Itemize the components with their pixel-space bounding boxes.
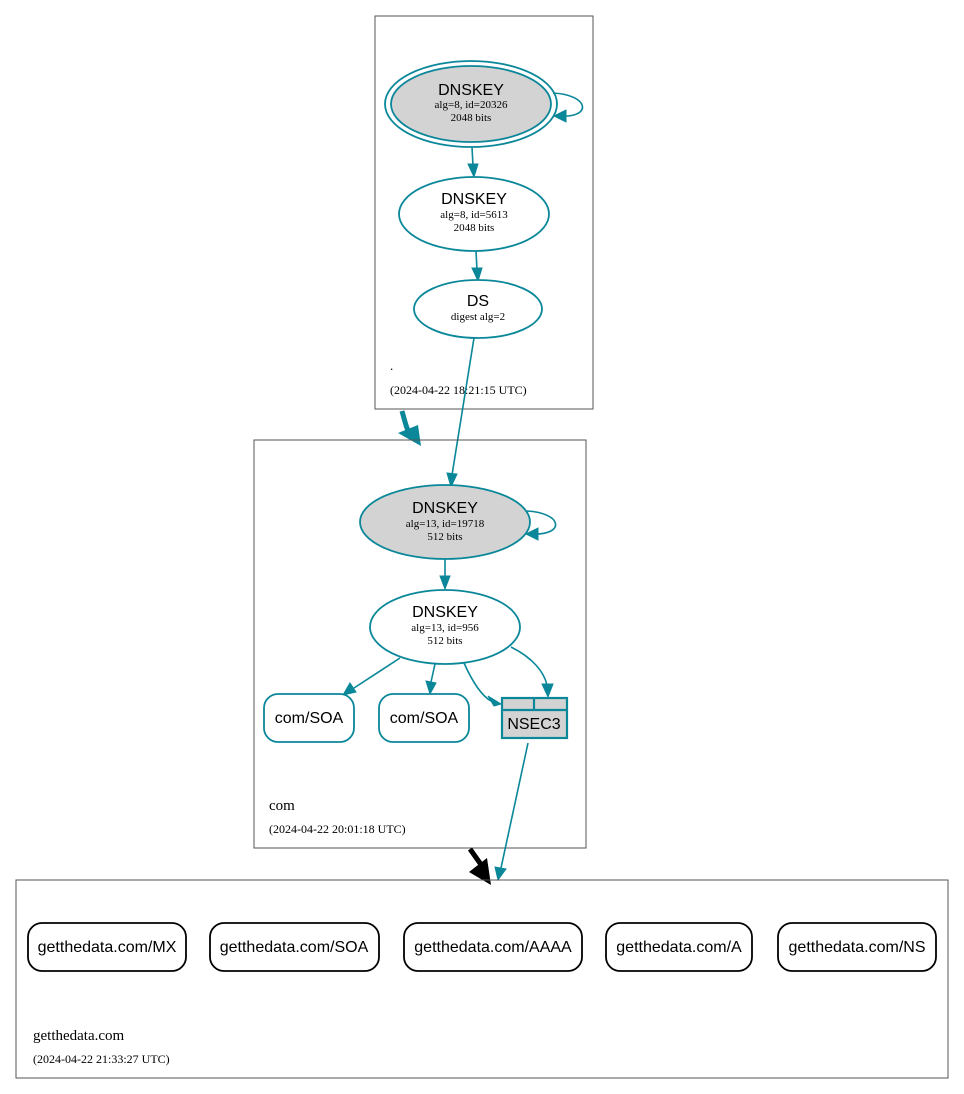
edge-com-zsk-to-soa-2 <box>430 663 436 683</box>
edge-self-sign-com-ksk <box>526 510 557 535</box>
rrset-label: getthedata.com/NS <box>789 939 926 956</box>
nsec3-node[interactable]: NSEC3 <box>500 696 569 740</box>
dnskey-alg-id: alg=8, id=5613 <box>440 209 508 221</box>
rrset-label: getthedata.com/MX <box>38 939 177 956</box>
rrset-label: com/SOA <box>275 710 344 727</box>
edge-com-zsk-to-nsec3-a <box>463 662 492 702</box>
dnskey-node-root-zsk[interactable]: DNSKEY alg=8, id=5613 2048 bits <box>398 176 550 252</box>
rrset-label: getthedata.com/SOA <box>220 939 369 956</box>
zone-com-name: com <box>269 798 295 814</box>
arrowhead <box>467 163 479 179</box>
rrset-node-com-soa-1[interactable]: com/SOA <box>263 693 355 743</box>
dnskey-title: DNSKEY <box>412 604 478 621</box>
dnskey-node-root-ksk[interactable]: DNSKEY alg=8, id=20326 2048 bits <box>384 60 558 148</box>
rrset-node-getthedata-soa[interactable]: getthedata.com/SOA <box>209 922 380 972</box>
arrowhead <box>487 695 503 707</box>
dnskey-bits: 2048 bits <box>451 112 492 124</box>
dnskey-bits: 2048 bits <box>454 222 495 234</box>
zone-com-box <box>253 439 587 849</box>
rrset-label: com/SOA <box>390 710 459 727</box>
zone-root: . (2024-04-22 18:21:15 UTC) <box>374 15 594 410</box>
dnskey-title: DNSKEY <box>412 500 478 517</box>
rrset-node-getthedata-mx[interactable]: getthedata.com/MX <box>27 922 187 972</box>
arrowhead <box>524 527 539 541</box>
arrowhead <box>469 858 491 885</box>
arrowhead <box>341 682 357 696</box>
arrowhead <box>398 425 421 446</box>
rrset-node-getthedata-aaaa[interactable]: getthedata.com/AAAA <box>403 922 583 972</box>
zone-getthedata-name: getthedata.com <box>33 1028 125 1044</box>
nsec3-label: NSEC3 <box>507 716 560 733</box>
edge-nsec3-to-getthedata <box>500 742 529 869</box>
ds-title: DS <box>467 293 489 310</box>
dnskey-alg-id: alg=8, id=20326 <box>435 99 508 111</box>
dnskey-alg-id: alg=13, id=19718 <box>406 518 485 530</box>
edge-root-ksk-to-zsk <box>471 146 474 167</box>
arrowhead <box>541 683 554 699</box>
delegation-arrow-com-to-getthedata <box>467 847 485 868</box>
rrset-node-getthedata-a[interactable]: getthedata.com/A <box>605 922 753 972</box>
zone-root-box <box>374 15 594 410</box>
zone-root-name: . <box>390 358 393 373</box>
zone-root-timestamp: (2024-04-22 18:21:15 UTC) <box>390 383 527 397</box>
ds-node-com[interactable]: DS digest alg=2 <box>413 279 543 339</box>
rrset-label: getthedata.com/A <box>616 939 742 956</box>
arrowhead <box>471 267 483 283</box>
zone-getthedata: getthedata.com (2024-04-22 21:33:27 UTC) <box>15 879 949 1079</box>
arrowhead <box>425 680 437 696</box>
zone-getthedata-box <box>15 879 949 1079</box>
arrowhead <box>439 575 451 591</box>
zone-getthedata-timestamp: (2024-04-22 21:33:27 UTC) <box>33 1052 170 1066</box>
edge-com-zsk-to-nsec3-b <box>510 646 548 686</box>
arrowhead <box>494 866 507 882</box>
dnskey-bits: 512 bits <box>427 531 462 543</box>
zone-com: com (2024-04-22 20:01:18 UTC) <box>253 439 587 849</box>
dnskey-alg-id: alg=13, id=956 <box>411 622 479 634</box>
ds-digest-alg: digest alg=2 <box>451 311 505 323</box>
arrowhead <box>552 109 567 123</box>
dnskey-node-com-zsk[interactable]: DNSKEY alg=13, id=956 512 bits <box>369 589 521 665</box>
edge-root-zsk-to-ds <box>475 250 478 271</box>
rrset-node-getthedata-ns[interactable]: getthedata.com/NS <box>777 922 937 972</box>
rrset-node-com-soa-2[interactable]: com/SOA <box>378 693 470 743</box>
edge-ds-to-com-ksk <box>451 337 475 476</box>
edge-self-sign-root-ksk <box>552 92 584 117</box>
edge-com-zsk-to-soa-1 <box>353 657 401 689</box>
rrset-label: getthedata.com/AAAA <box>414 939 572 956</box>
dnskey-title: DNSKEY <box>441 191 507 208</box>
arrowhead <box>446 472 458 489</box>
zone-com-timestamp: (2024-04-22 20:01:18 UTC) <box>269 822 406 836</box>
dnskey-bits: 512 bits <box>427 635 462 647</box>
dnskey-node-com-ksk[interactable]: DNSKEY alg=13, id=19718 512 bits <box>359 484 531 560</box>
dnskey-title: DNSKEY <box>438 82 504 99</box>
